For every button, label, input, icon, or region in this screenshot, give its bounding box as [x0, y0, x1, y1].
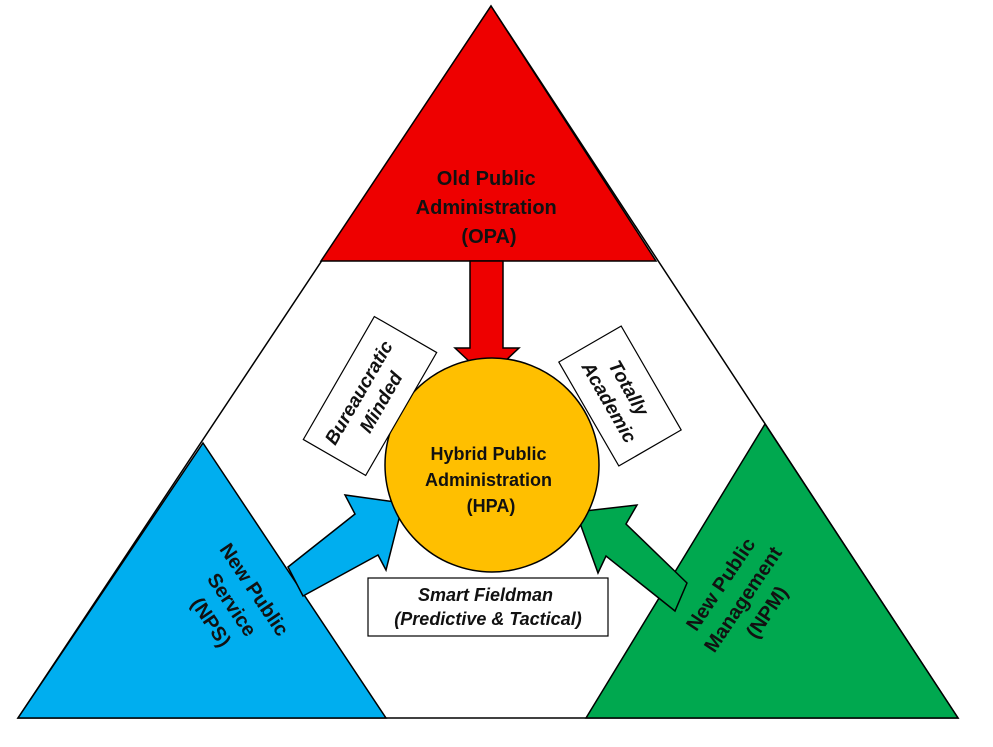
- opa-triangle: [319, 4, 658, 262]
- opa-line-3: (OPA): [461, 226, 516, 248]
- svg-text:Smart Fieldman (Predicti: Smart Fieldman (Predictive & Tactical): [394, 585, 581, 629]
- fieldman-line-1: Smart Fieldman: [418, 585, 553, 605]
- bureaucratic-minded-box: Bureaucratic Minded: [302, 315, 438, 477]
- hpa-line-2: Administration: [425, 470, 552, 490]
- hpa-circle: [384, 357, 600, 573]
- opa-line-2: Administration: [416, 197, 557, 219]
- opa-line-1: Old Public: [437, 168, 536, 190]
- hpa-line-3: (HPA): [467, 496, 516, 516]
- opa-label: Old Public Administration (OPA): [416, 168, 563, 248]
- outer-triangle: [16, 4, 960, 719]
- nps-to-hpa-arrow: [287, 494, 404, 598]
- npm-to-hpa-arrow: [574, 504, 688, 613]
- fieldman-line-2: (Predictive & Tactical): [394, 609, 581, 629]
- smart-fieldman-box: Smart Fieldman (Predictive & Tactical): [367, 577, 609, 637]
- hpa-line-1: Hybrid Public: [430, 444, 546, 464]
- hpa-label: Hybrid Public Administration (HPA): [425, 444, 557, 516]
